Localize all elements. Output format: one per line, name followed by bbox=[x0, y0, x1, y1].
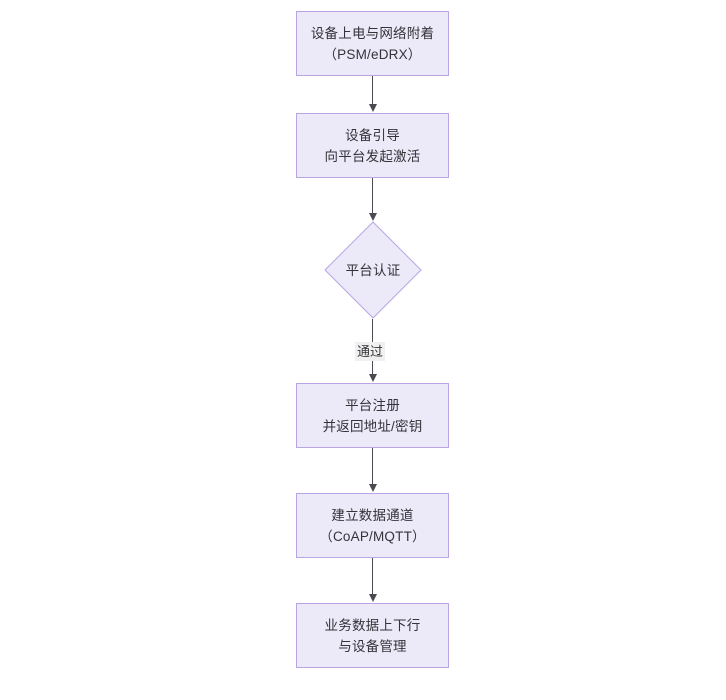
node-label-line2: 与设备管理 bbox=[338, 638, 407, 654]
arrowhead-n4-n5 bbox=[369, 484, 377, 492]
node-label-line2: 并返回地址/密钥 bbox=[322, 418, 423, 434]
node-establish-data-channel[interactable]: 建立数据通道 （CoAP/MQTT） bbox=[296, 493, 449, 558]
connector-n5-n6 bbox=[372, 558, 373, 595]
node-device-power-on[interactable]: 设备上电与网络附着 （PSM/eDRX） bbox=[296, 11, 449, 76]
node-label-line2: （PSM/eDRX） bbox=[323, 46, 422, 62]
connector-n1-n2 bbox=[372, 76, 373, 105]
arrowhead-n1-n2 bbox=[369, 104, 377, 112]
arrowhead-n2-n3 bbox=[369, 213, 377, 221]
node-label-line1: 设备上电与网络附着 bbox=[310, 25, 435, 41]
node-platform-registration[interactable]: 平台注册 并返回地址/密钥 bbox=[296, 383, 449, 448]
connector-n4-n5 bbox=[372, 448, 373, 485]
node-device-bootstrap[interactable]: 设备引导 向平台发起激活 bbox=[296, 113, 449, 178]
node-platform-authentication[interactable]: 平台认证 bbox=[324, 221, 422, 319]
diamond-shape-icon bbox=[324, 221, 422, 319]
node-label-line1: 设备引导 bbox=[345, 127, 400, 143]
arrowhead-n5-n6 bbox=[369, 594, 377, 602]
node-label-line2: （CoAP/MQTT） bbox=[319, 528, 426, 544]
edge-label-pass: 通过 bbox=[355, 342, 386, 361]
connector-n2-n3 bbox=[372, 178, 373, 214]
arrowhead-n3-n4 bbox=[369, 374, 377, 382]
node-label-line1: 业务数据上下行 bbox=[324, 617, 421, 633]
node-label-line1: 建立数据通道 bbox=[331, 507, 414, 523]
node-label-line2: 向平台发起激活 bbox=[324, 148, 421, 164]
node-label-line1: 平台认证 bbox=[345, 262, 401, 278]
node-business-data-and-device-management[interactable]: 业务数据上下行 与设备管理 bbox=[296, 603, 449, 668]
node-label-line1: 平台注册 bbox=[345, 397, 400, 413]
